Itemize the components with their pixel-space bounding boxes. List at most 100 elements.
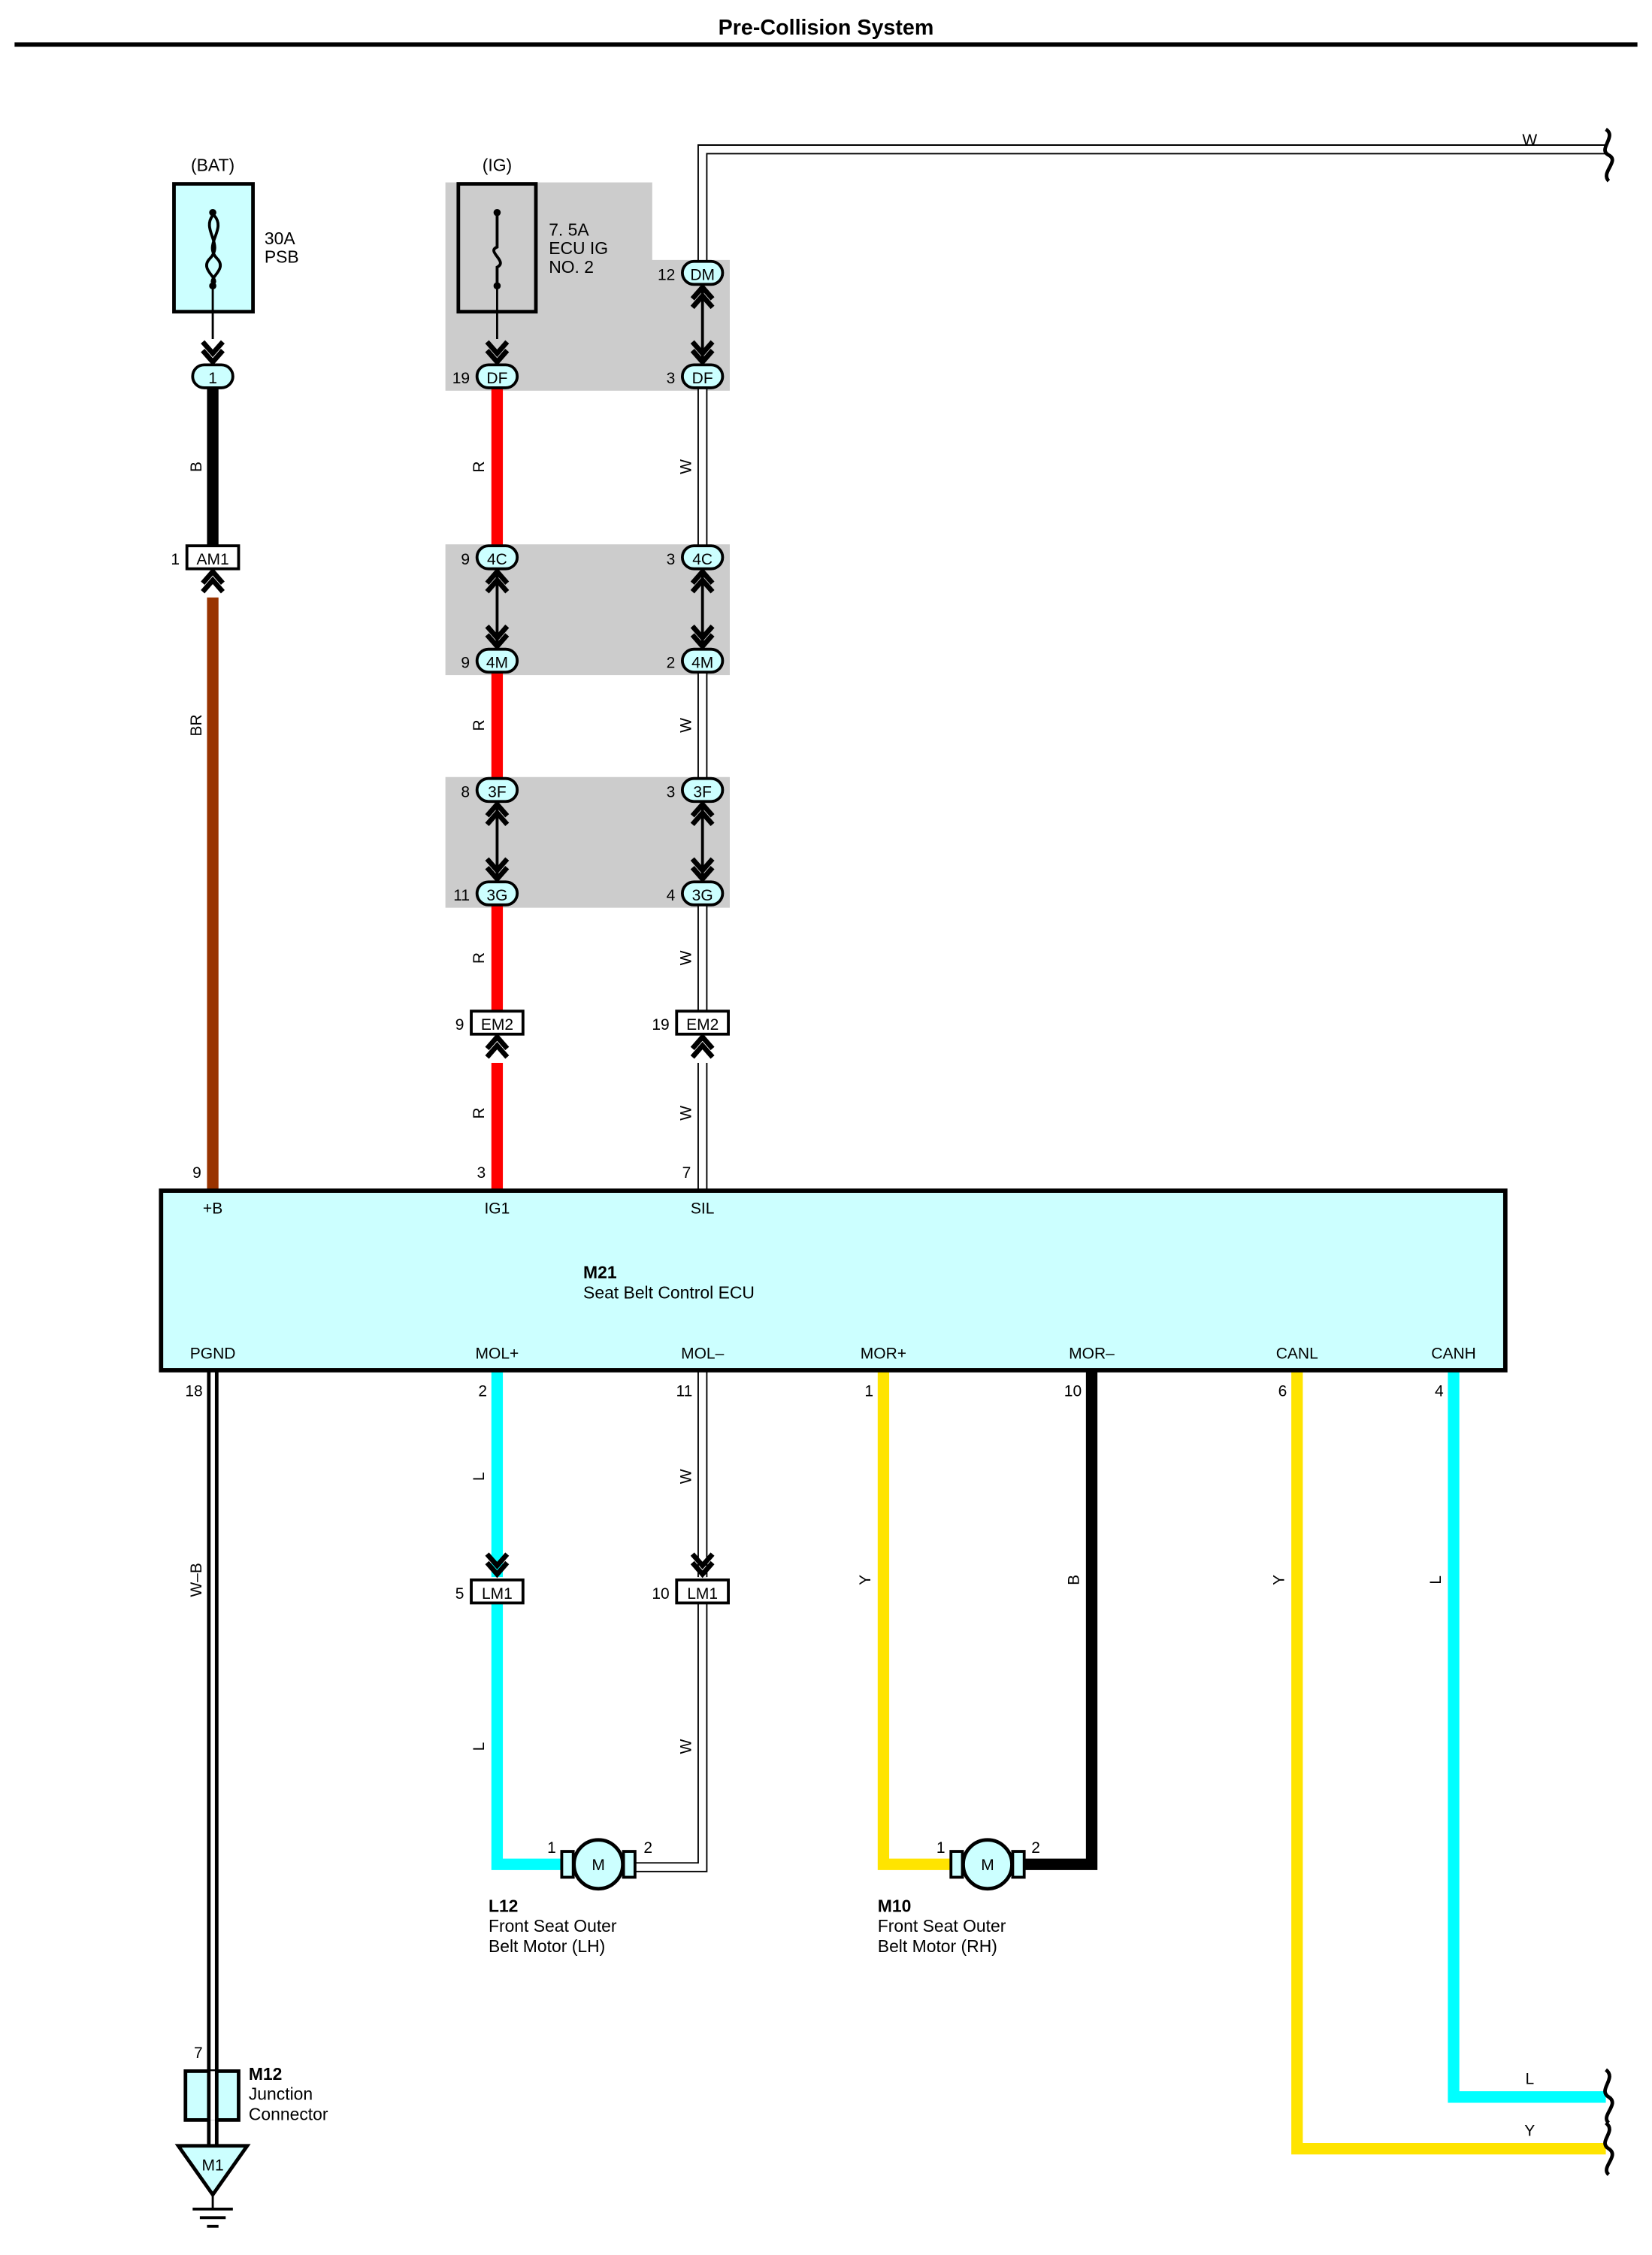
wire-b-mor-minus <box>1018 1371 1098 1870</box>
ecu-pin-canh: 4 <box>1435 1382 1444 1400</box>
fuse-ig-rating: 7. 5A <box>549 219 589 239</box>
svg-text:EM2: EM2 <box>481 1016 513 1034</box>
ecu-name: Seat Belt Control ECU <box>583 1282 755 1302</box>
connector-lm1-left: LM1 5 <box>455 1578 525 1605</box>
motor-rh-name-1: Front Seat Outer <box>878 1916 1006 1936</box>
junction-connector-m12 <box>183 2069 241 2122</box>
svg-text:4: 4 <box>667 887 676 904</box>
ecu-terminal-b-plus: +B <box>203 1200 222 1218</box>
wire-label-l-3: L <box>1427 1575 1445 1585</box>
arrow-am1-up <box>203 572 223 592</box>
svg-text:2: 2 <box>667 655 676 672</box>
connector-em2-left: EM2 9 <box>455 1009 525 1036</box>
wire-label-br: BR <box>188 714 205 736</box>
svg-text:3G: 3G <box>692 887 713 904</box>
svg-text:DF: DF <box>486 370 507 387</box>
svg-text:4C: 4C <box>692 551 713 568</box>
svg-text:11: 11 <box>453 887 470 904</box>
ecu-terminal-ig1: IG1 <box>484 1200 510 1218</box>
svg-text:AM1: AM1 <box>196 551 228 568</box>
wire-y-canl <box>1291 1371 1606 2155</box>
ecu-terminal-mor-minus: MOR– <box>1069 1345 1115 1363</box>
wire-label-l-1: L <box>470 1472 488 1481</box>
wire-label-b-2: B <box>1065 1575 1082 1585</box>
connector-am1: AM1 1 <box>171 544 241 571</box>
junction-name-1: Junction <box>249 2084 313 2104</box>
junction-pin: 7 <box>194 2045 203 2062</box>
ecu-pin-sil: 7 <box>682 1164 691 1182</box>
svg-text:19: 19 <box>652 1016 669 1034</box>
wire-l-canh <box>1448 1371 1606 2103</box>
svg-text:3: 3 <box>667 784 676 801</box>
svg-text:8: 8 <box>461 784 470 801</box>
svg-text:EM2: EM2 <box>686 1016 719 1034</box>
fuse-bat-name: PSB <box>265 247 299 267</box>
ecu-pin-ig1: 3 <box>477 1164 486 1182</box>
wire-l-mol-plus-2 <box>491 1603 568 1870</box>
connector-4m-left: 4M 9 <box>461 647 519 674</box>
connector-4m-right: 4M 2 <box>667 647 725 674</box>
svg-text:4C: 4C <box>487 551 507 568</box>
svg-text:DF: DF <box>692 370 713 387</box>
svg-text:3: 3 <box>667 551 676 568</box>
ecu-pin-mor-plus: 1 <box>864 1382 873 1400</box>
wire-label-l-2: L <box>470 1742 488 1751</box>
seat-belt-control-ecu <box>159 1188 1508 1373</box>
motor-rh-name-2: Belt Motor (RH) <box>878 1936 997 1956</box>
wire-label-w-5: W <box>677 1469 694 1484</box>
svg-text:LM1: LM1 <box>687 1585 718 1603</box>
svg-text:M: M <box>592 1857 604 1874</box>
wire-label-y-2: Y <box>1271 1575 1288 1585</box>
wire-label-wb: W–B <box>188 1563 205 1597</box>
ecu-terminal-mol-plus: MOL+ <box>476 1345 519 1363</box>
wire-label-w-3: W <box>677 950 694 965</box>
connector-3g-right: 3G 4 <box>667 880 725 907</box>
arrow-em2-left-up <box>487 1037 507 1058</box>
shade-junction-block-df <box>445 182 730 391</box>
svg-text:10: 10 <box>652 1585 669 1603</box>
wire-label-w-4: W <box>677 1106 694 1121</box>
svg-text:9: 9 <box>455 1016 464 1034</box>
ecu-code: M21 <box>583 1263 617 1282</box>
wire-label-w-top: W <box>1522 132 1537 149</box>
wire-label-w-6: W <box>677 1739 694 1754</box>
svg-text:3G: 3G <box>486 887 507 904</box>
connector-df-right: DF 3 <box>667 363 725 389</box>
motor-lh-code: L12 <box>489 1896 518 1915</box>
ecu-pin-mol-minus: 11 <box>676 1382 692 1400</box>
wire-label-w-2: W <box>677 718 694 733</box>
ecu-pin-canl: 6 <box>1278 1382 1287 1400</box>
fuse-30a-psb <box>172 182 255 339</box>
svg-text:5: 5 <box>455 1585 464 1603</box>
ecu-terminal-pgnd: PGND <box>190 1345 236 1363</box>
fuse-bat-rating: 30A <box>265 229 295 248</box>
svg-text:DM: DM <box>690 267 715 284</box>
svg-text:19: 19 <box>452 370 470 387</box>
fuse-bat-source: (BAT) <box>191 155 234 174</box>
wire-label-r-1: R <box>470 461 488 472</box>
svg-text:9: 9 <box>461 551 470 568</box>
ecu-pin-mor-minus: 10 <box>1064 1382 1082 1400</box>
break-mark-w <box>1603 127 1614 183</box>
connector-3f-right: 3F 3 <box>667 776 725 804</box>
ecu-pin-b-plus: 9 <box>192 1164 201 1182</box>
ecu-pin-pgnd: 18 <box>185 1382 202 1400</box>
wire-label-r-4: R <box>470 1107 488 1118</box>
motor-lh-pin-2: 2 <box>643 1839 652 1857</box>
wire-label-l-right: L <box>1525 2071 1534 2088</box>
ground-name: M1 <box>201 2157 223 2174</box>
connector-lm1-right: LM1 10 <box>652 1578 730 1605</box>
wire-w-mol-minus <box>629 1371 708 1872</box>
motor-rh-code: M10 <box>878 1896 912 1915</box>
motor-lh: M <box>560 1838 637 1891</box>
connector-4c-left: 4C 9 <box>461 544 519 571</box>
svg-text:4M: 4M <box>486 655 508 672</box>
wire-label-r-3: R <box>470 952 488 964</box>
wire-label-r-2: R <box>470 719 488 731</box>
pin-bat-1: 1 <box>191 363 234 389</box>
svg-text:9: 9 <box>461 655 470 672</box>
ecu-terminal-mol-minus: MOL– <box>681 1345 725 1363</box>
svg-text:1: 1 <box>208 370 217 387</box>
wire-w-sil <box>697 144 1606 1192</box>
fuse-ig-source: (IG) <box>483 155 512 174</box>
